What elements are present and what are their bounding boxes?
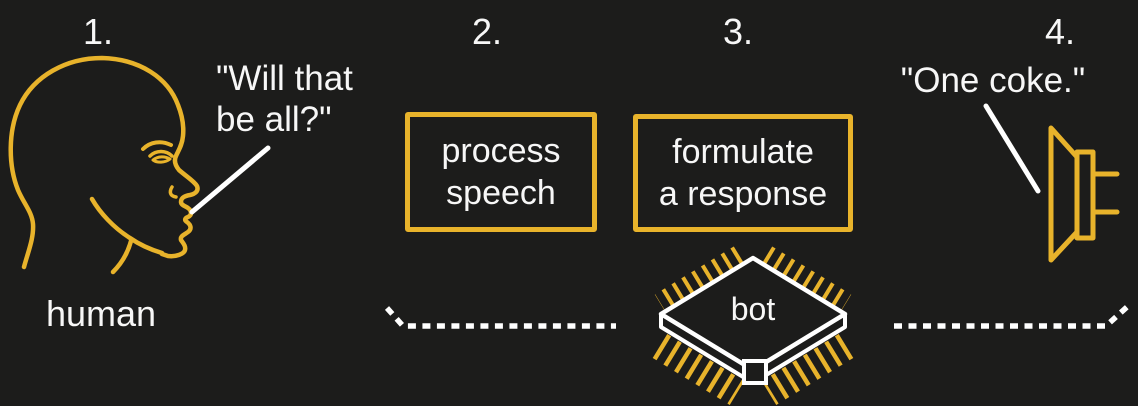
human-speech-text: "Will that be all?": [216, 59, 353, 139]
speaker-speech-text: "One coke.": [900, 61, 1086, 100]
step-number-2: 2.: [471, 11, 503, 52]
human-caption: human: [46, 293, 157, 334]
step-number-3: 3.: [722, 11, 754, 52]
microchip-icon: [652, 246, 854, 405]
step-number-4: 4.: [1044, 11, 1076, 52]
formulate-response-label: formulate a response: [658, 133, 828, 213]
speech-pointer-line-speaker: [983, 103, 1041, 194]
process-speech-label: process speech: [441, 132, 561, 212]
dashed-line-left: [384, 306, 616, 329]
chip-corner-notch: [742, 359, 768, 385]
loudspeaker-icon: [1048, 125, 1120, 263]
process-speech-box: process speech: [405, 112, 597, 232]
speech-pointer-line-human: [189, 145, 271, 215]
chip-label: bot: [730, 291, 776, 327]
formulate-response-box: formulate a response: [633, 114, 853, 232]
human-head-icon: [8, 55, 200, 275]
dashed-line-right: [894, 304, 1129, 329]
step-number-1: 1.: [82, 11, 114, 52]
